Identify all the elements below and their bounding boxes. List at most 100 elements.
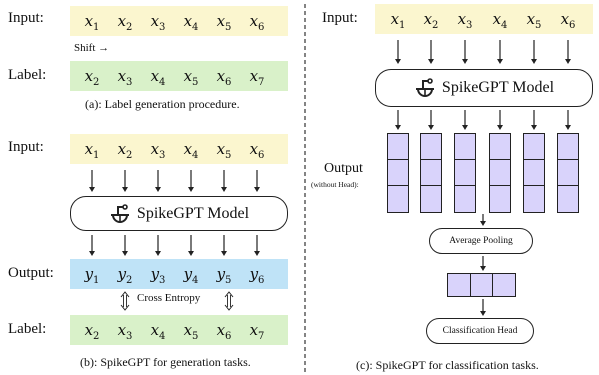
- feature-cell: [455, 134, 475, 160]
- input-token: x1: [84, 12, 100, 33]
- input-token: x3: [150, 140, 166, 161]
- down-arrow-icon: [89, 170, 95, 192]
- panel-b-model-name: SpikeGPT Model: [136, 204, 250, 222]
- down-arrow-icon: [395, 40, 401, 64]
- feature-cell: [421, 160, 441, 186]
- pooled-cell: [493, 274, 515, 296]
- output-token: y2: [117, 265, 133, 286]
- feature-cell: [558, 134, 578, 160]
- panel-a-input-label: Input:: [8, 10, 44, 26]
- feature-cell: [455, 186, 475, 212]
- input-token: x6: [249, 140, 265, 161]
- feature-column: [489, 133, 511, 213]
- down-arrow-icon: [480, 299, 486, 316]
- panel-b-input-label: Input:: [8, 139, 44, 155]
- pooled-cell: [448, 274, 471, 296]
- down-arrow-icon: [122, 170, 128, 192]
- label-token: x4: [150, 321, 166, 342]
- label-token: x7: [249, 321, 265, 342]
- input-token: x3: [457, 10, 473, 31]
- label-token: x6: [216, 67, 232, 88]
- feature-cell: [388, 134, 408, 160]
- input-token: x4: [183, 12, 199, 33]
- shift-label: Shift →: [74, 42, 110, 54]
- output-token: y4: [183, 265, 199, 286]
- input-token: x6: [249, 12, 265, 33]
- down-arrow-icon: [254, 170, 260, 192]
- feature-cell: [490, 134, 510, 160]
- feature-column: [454, 133, 476, 213]
- output-token: y1: [84, 265, 100, 286]
- down-arrow-icon: [480, 256, 486, 271]
- down-arrow-icon: [565, 110, 571, 130]
- label-token: x5: [183, 321, 199, 342]
- down-arrow-icon: [89, 235, 95, 256]
- feature-cell: [455, 160, 475, 186]
- spikegpt-logo-icon: [110, 203, 129, 223]
- down-arrow-icon: [155, 170, 161, 192]
- input-token: x3: [150, 12, 166, 33]
- feature-cell: [558, 186, 578, 212]
- panel-b-label-label: Label:: [8, 321, 47, 337]
- label-token: x7: [249, 67, 265, 88]
- down-arrow-icon: [428, 40, 434, 64]
- feature-cell: [524, 186, 544, 212]
- classification-head-label: Classification Head: [442, 326, 518, 336]
- down-arrow-icon: [480, 214, 486, 226]
- feature-cell: [490, 186, 510, 212]
- down-arrow-icon: [531, 40, 537, 64]
- label-token: x3: [117, 321, 133, 342]
- feature-cell: [524, 134, 544, 160]
- down-arrow-icon: [497, 110, 503, 130]
- label-token: x2: [84, 321, 100, 342]
- label-token: x2: [84, 67, 100, 88]
- input-token: x2: [117, 12, 133, 33]
- panel-b-output-label: Output:: [8, 265, 54, 281]
- caption-a: (a): Label generation procedure.: [85, 97, 240, 111]
- down-arrow-icon: [428, 110, 434, 130]
- feature-column: [523, 133, 545, 213]
- down-arrow-icon: [462, 40, 468, 64]
- feature-cell: [524, 160, 544, 186]
- panel-c-output-label: Output: [324, 161, 363, 176]
- feature-column: [387, 133, 409, 213]
- down-arrow-icon: [462, 110, 468, 130]
- pooled-cell: [471, 274, 494, 296]
- input-token: x5: [216, 12, 232, 33]
- input-token: x1: [390, 10, 406, 31]
- input-token: x2: [117, 140, 133, 161]
- panel-a-label-label: Label:: [8, 67, 47, 83]
- label-token: x6: [216, 321, 232, 342]
- down-arrow-icon: [188, 170, 194, 192]
- caption-b: (b): SpikeGPT for generation tasks.: [80, 355, 251, 369]
- spikegpt-logo-icon: [415, 78, 434, 97]
- feature-cell: [558, 160, 578, 186]
- feature-cell: [421, 186, 441, 212]
- down-arrow-icon: [254, 235, 260, 256]
- output-token: y6: [249, 265, 265, 286]
- input-token: x1: [84, 140, 100, 161]
- feature-cell: [421, 134, 441, 160]
- panel-c-model-box: SpikeGPT Model: [375, 69, 593, 107]
- feature-cell: [388, 160, 408, 186]
- double-arrow-icon: [120, 291, 130, 311]
- feature-cell: [388, 186, 408, 212]
- double-arrow-icon: [224, 291, 234, 311]
- feature-column: [420, 133, 442, 213]
- pooled-features: [447, 273, 516, 297]
- panel-c-input-label: Input:: [322, 10, 358, 26]
- panel-b-label-band: x2 x3 x4 x5 x6 x7: [70, 315, 288, 345]
- output-token: y5: [216, 265, 232, 286]
- down-arrow-icon: [395, 110, 401, 130]
- input-token: x5: [526, 10, 542, 31]
- down-arrow-icon: [155, 235, 161, 256]
- label-token: x5: [183, 67, 199, 88]
- caption-c: (c): SpikeGPT for classification tasks.: [356, 358, 539, 372]
- panel-a-input-band: x1 x2 x3 x4 x5 x6: [70, 6, 288, 36]
- input-token: x4: [183, 140, 199, 161]
- input-token: x5: [216, 140, 232, 161]
